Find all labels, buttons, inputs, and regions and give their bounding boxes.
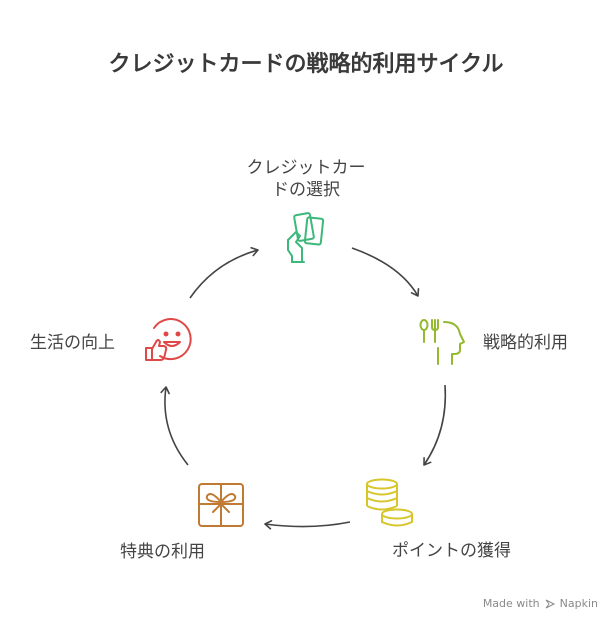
step-card-selection-line2: ドの選択 — [272, 180, 340, 200]
napkin-logo-icon — [545, 599, 555, 608]
step-benefit-use-label: 特典の利用 — [120, 542, 205, 562]
arrow-life-to-card — [189, 246, 259, 299]
step-life-improvement-label: 生活の向上 — [30, 333, 115, 353]
step-points-earned-label: ポイントの獲得 — [392, 541, 511, 561]
arrow-benefits-to-life — [160, 386, 189, 466]
made-with-label: Made with — [482, 597, 540, 610]
step-card-selection-line1: クレジットカー — [246, 158, 366, 178]
coin-stack-icon — [366, 478, 413, 527]
napkin-brand-label: Napkin — [559, 597, 598, 610]
smiling-thumbs-up-icon — [145, 318, 192, 361]
arrow-card-to-strategy — [351, 247, 420, 297]
hand-holding-card-icon — [287, 212, 325, 263]
head-with-utensils-icon — [419, 319, 465, 365]
step-strategic-use-label: 戦略的利用 — [483, 333, 568, 353]
arrow-strategy-to-points — [423, 384, 447, 466]
napkin-footer: Made with Napkin — [483, 597, 598, 610]
step-card-selection-label: クレジットカー ドの選択 — [236, 157, 376, 201]
arrow-points-to-benefits — [264, 520, 351, 530]
gift-box-icon — [198, 483, 244, 527]
page-title: クレジットカードの戦略的利用サイクル — [108, 52, 504, 77]
